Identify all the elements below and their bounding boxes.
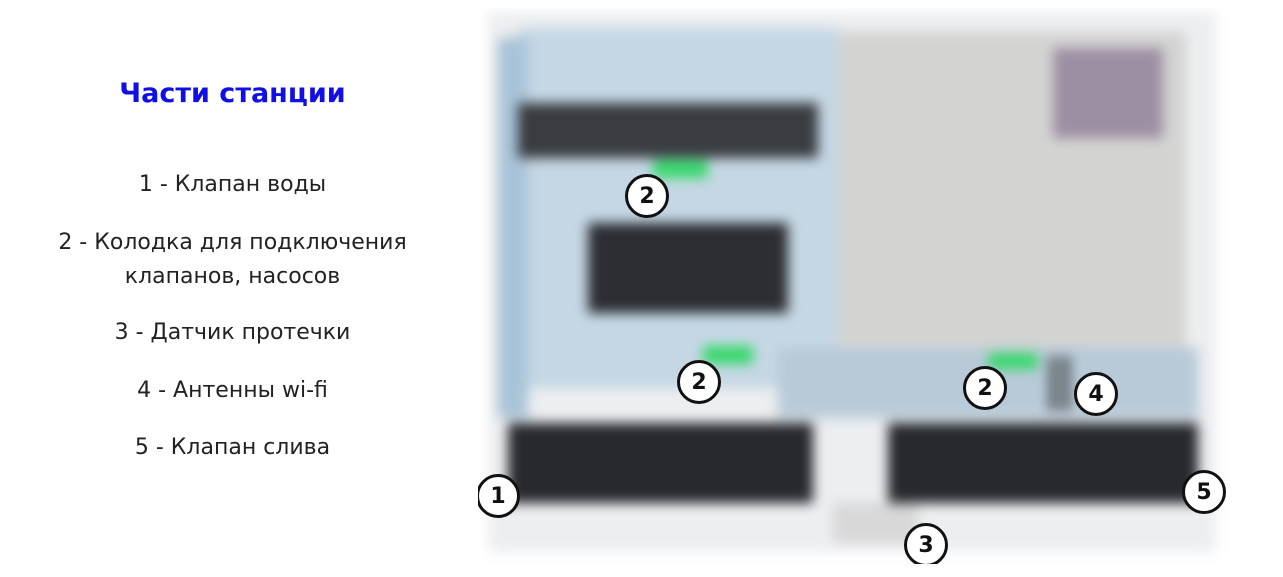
station-photo: 2 2 2 4 1 5 3 — [478, 8, 1228, 564]
parts-legend: Части станции 1 - Клапан воды 2 - Колодк… — [0, 0, 465, 577]
marker-wifi-antennas: 4 — [1074, 372, 1118, 416]
legend-item-drain-valve: 5 - Клапан слива — [134, 435, 331, 460]
station-photo-blurred — [478, 8, 1228, 564]
legend-item-water-valve: 1 - Клапан воды — [138, 172, 327, 197]
marker-connector-block-top: 2 — [625, 174, 669, 218]
legend-item-connector-block: 2 - Колодка для подключения клапанов, на… — [58, 230, 407, 289]
marker-connector-block-middle: 2 — [677, 360, 721, 404]
marker-connector-block-right: 2 — [963, 366, 1007, 410]
legend-item-wifi-antennas: 4 - Антенны wi-fi — [137, 378, 328, 403]
legend-item-leak-sensor: 3 - Датчик протечки — [114, 320, 351, 345]
legend-title: Части станции — [119, 78, 346, 109]
marker-leak-sensor: 3 — [904, 523, 948, 564]
marker-drain-valve: 5 — [1182, 470, 1226, 514]
marker-water-valve: 1 — [478, 474, 520, 518]
